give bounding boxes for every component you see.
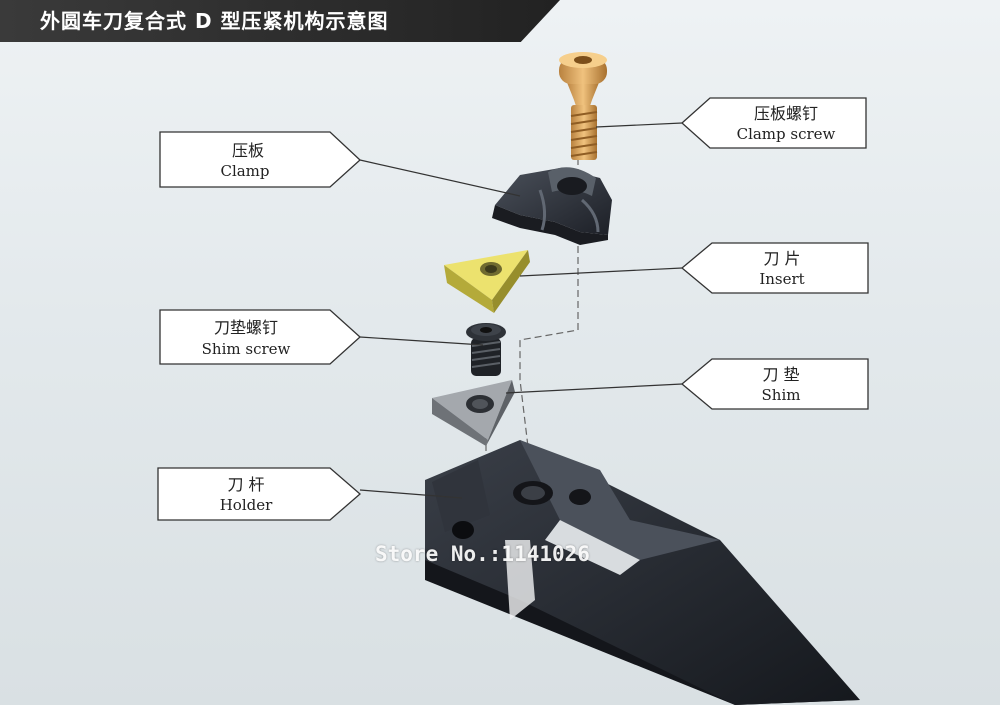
- page-title: 外圆车刀复合式 D 型压紧机构示意图: [0, 0, 560, 42]
- callout-clamp-screw-en: Clamp screw: [737, 125, 836, 143]
- leader-lines: [359, 122, 683, 499]
- callout-holder-en: Holder: [220, 496, 273, 514]
- callout-clamp-screw-cn: 压板螺钉: [754, 104, 818, 123]
- callout-holder-cn: 刀 杆: [227, 475, 264, 494]
- callout-clamp-screw: 压板螺钉 Clamp screw: [681, 97, 867, 149]
- clamp-part: [492, 167, 612, 245]
- callout-clamp-cn: 压板: [232, 141, 264, 160]
- callout-shim-screw-cn: 刀垫螺钉: [214, 318, 278, 337]
- callout-clamp: 压板 Clamp: [159, 131, 361, 188]
- store-watermark: Store No.:1141026: [375, 542, 590, 566]
- callout-shim: 刀 垫 Shim: [680, 358, 869, 410]
- holder-pin-hole: [569, 489, 591, 505]
- callout-shim-screw: 刀垫螺钉 Shim screw: [159, 309, 361, 365]
- holder-part: [425, 440, 860, 705]
- clamp-screw-part: [559, 52, 607, 160]
- callout-clamp-en: Clamp: [220, 162, 269, 180]
- callout-holder: 刀 杆 Holder: [157, 467, 361, 521]
- callout-insert: 刀 片 Insert: [680, 242, 869, 294]
- callout-shim-en: Shim: [762, 386, 801, 404]
- callout-insert-cn: 刀 片: [763, 249, 800, 268]
- shim-screw-part: [466, 323, 506, 376]
- callout-shim-screw-en: Shim screw: [202, 340, 291, 358]
- callout-shim-cn: 刀 垫: [762, 365, 799, 384]
- insert-part: [444, 250, 530, 313]
- callout-insert-en: Insert: [759, 270, 804, 288]
- shim-part: [432, 380, 515, 446]
- holder-side-hole: [452, 521, 474, 539]
